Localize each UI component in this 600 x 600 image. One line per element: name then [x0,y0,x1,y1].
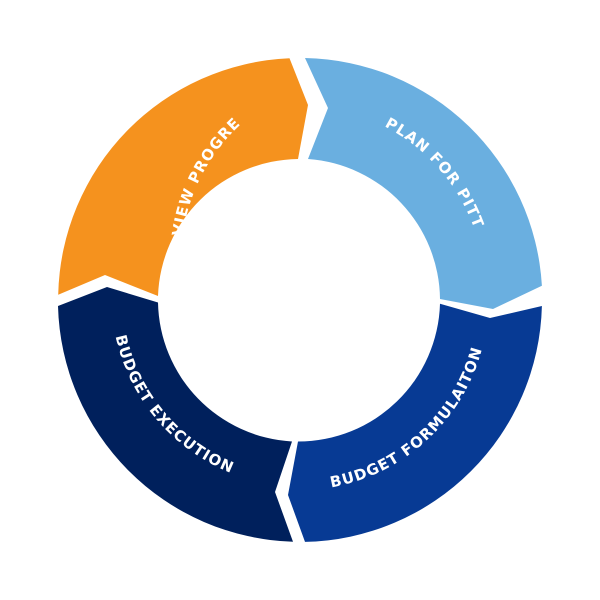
cycle-segments [58,58,542,542]
segment-budget-execution [58,287,293,542]
segment-plan-for-pitt [305,58,542,309]
segment-budget-formulation [288,303,542,542]
segment-review-progress [58,58,309,297]
